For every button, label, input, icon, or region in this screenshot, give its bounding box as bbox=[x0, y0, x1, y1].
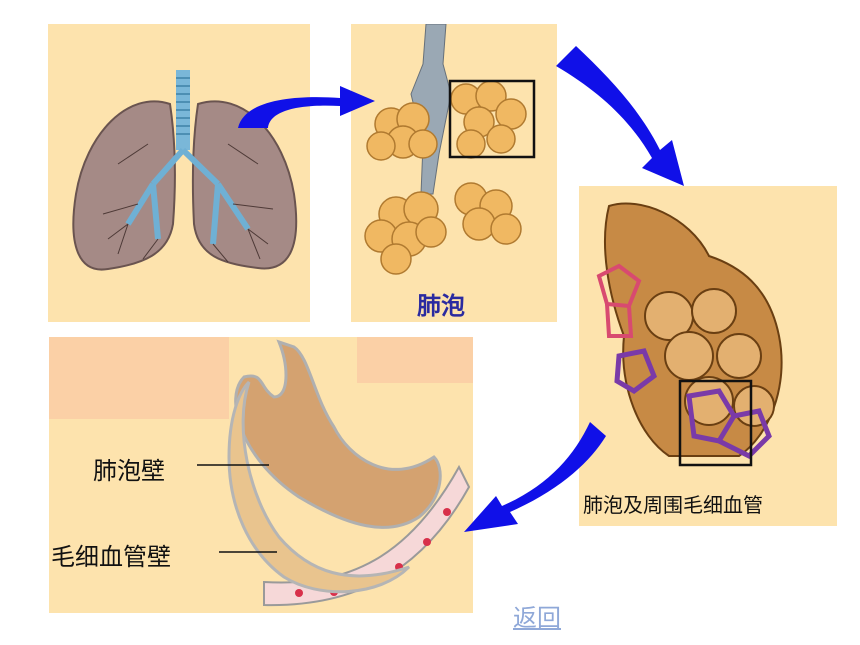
arrow-capillary-to-wall-icon bbox=[464, 422, 606, 532]
alveolar-wall-label: 肺泡壁 bbox=[93, 457, 165, 485]
highlight-block-right bbox=[357, 337, 473, 383]
alveolar-wall-panel: 肺泡壁 毛细血管壁 bbox=[49, 337, 473, 613]
arrow-lungs-to-alveoli-icon bbox=[238, 86, 375, 128]
lungs-illustration bbox=[72, 70, 298, 271]
arrow-alveoli-to-capillary-icon bbox=[556, 46, 684, 186]
alveoli-cluster-illustration bbox=[364, 24, 536, 275]
alveolus-capillary-label: 肺泡及周围毛细血管 bbox=[583, 493, 763, 517]
back-link[interactable]: 返回 bbox=[513, 604, 561, 632]
alveolus-label: 肺泡 bbox=[417, 291, 465, 320]
alveolar-wall-illustration bbox=[197, 339, 471, 607]
capillary-wall-label: 毛细血管壁 bbox=[51, 543, 171, 571]
highlight-block-left bbox=[49, 337, 229, 419]
alveoli-panel: 肺泡 bbox=[351, 24, 557, 322]
alveoli-capillary-illustration bbox=[596, 202, 783, 467]
lungs-panel bbox=[48, 24, 310, 322]
alveoli-capillary-panel: 肺泡及周围毛细血管 bbox=[579, 186, 837, 526]
